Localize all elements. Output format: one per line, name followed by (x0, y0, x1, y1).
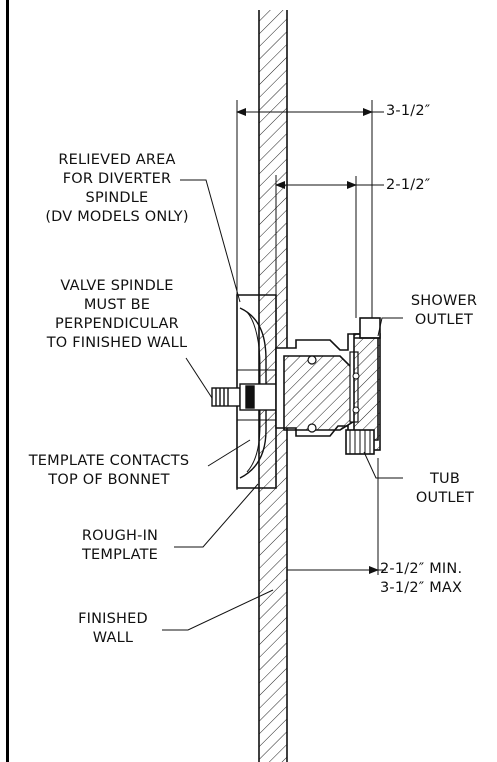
depth-dimension-label: 2-1/2″ MIN. 3-1/2″ MAX (380, 561, 463, 596)
relieved-area-label: RELIEVED AREA FOR DIVERTER SPINDLE (DV M… (45, 152, 189, 225)
leader-lines (162, 179, 403, 631)
tub-outlet-label: TUB OUTLET (415, 471, 475, 506)
rough-in-template-label: ROUGH-IN TEMPLATE (81, 528, 159, 563)
finished-wall-label: FINISHED WALL (78, 611, 148, 646)
frame-border (6, 0, 9, 762)
template-contacts-label: TEMPLATE CONTACTS TOP OF BONNET (28, 453, 190, 488)
valve-spindle-label: VALVE SPINDLE MUST BE PERPENDICULAR TO F… (46, 278, 188, 351)
valve-body (275, 317, 381, 455)
inner-dimension-label: 2-1/2″ (386, 177, 431, 193)
overall-dimension-label: 3-1/2″ (386, 103, 431, 119)
shower-outlet-label: SHOWER OUTLET (410, 293, 478, 328)
valve-spindle (211, 383, 277, 411)
